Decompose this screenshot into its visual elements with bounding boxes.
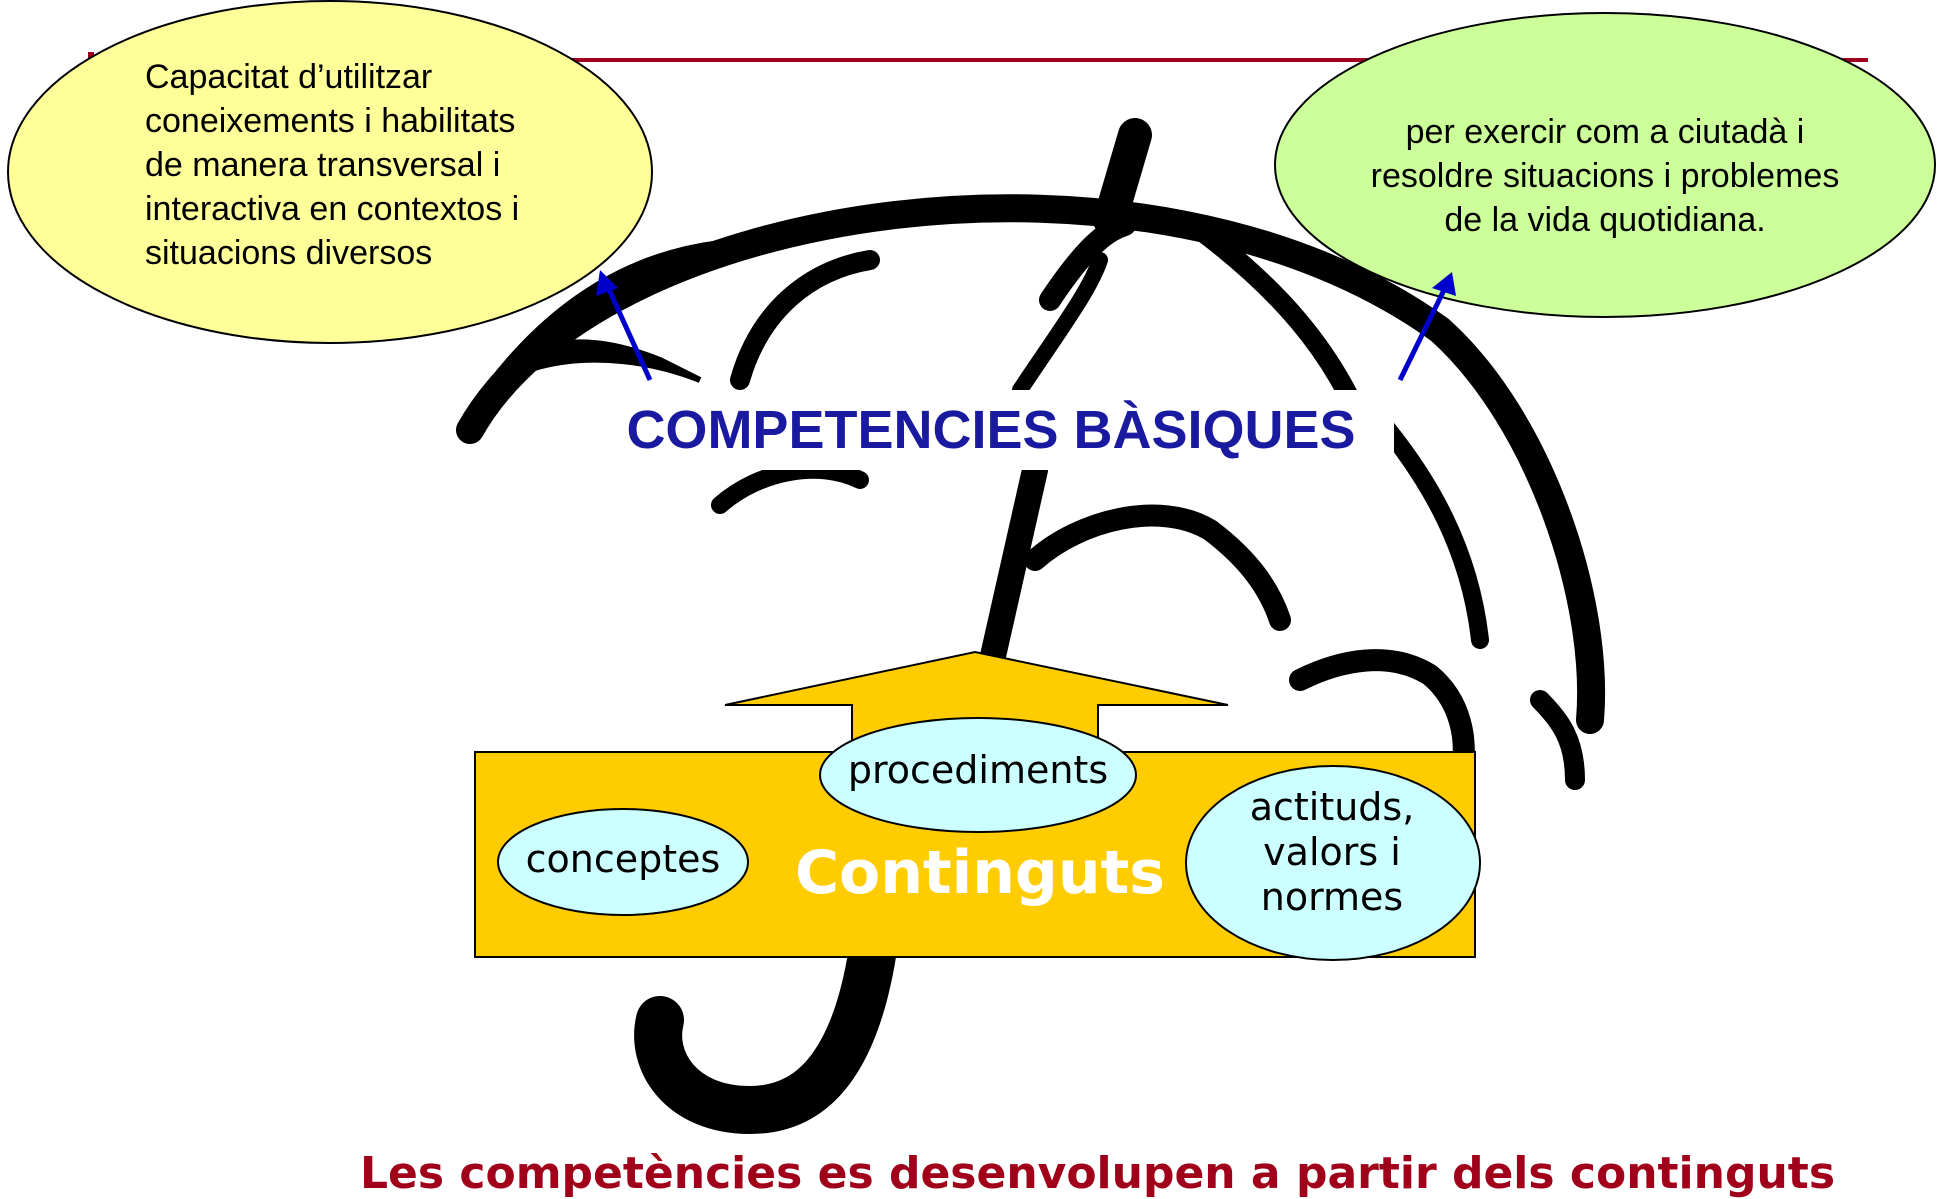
actituds-label: actituds, valors i normes: [1187, 785, 1477, 920]
oval-conceptes: [497, 808, 749, 916]
umbrella-tip: [1093, 118, 1152, 237]
bubble-left-line: coneixements i habilitats: [145, 102, 516, 140]
bubble-left-text: Capacitat d’utilitzar coneixements i hab…: [145, 55, 625, 275]
umbrella-rib-center: [1039, 214, 1136, 311]
bubble-left-line: interactiva en contextos i: [145, 190, 520, 228]
oval-actituds: [1185, 765, 1481, 961]
diagram-canvas: Capacitat d’utilitzar coneixements i hab…: [7, 0, 1936, 1199]
contents-up-arrow: [724, 650, 1229, 756]
arrow-left-line: [604, 283, 653, 382]
procediments-label: procediments: [847, 748, 1109, 792]
conceptes-label: conceptes: [525, 837, 721, 881]
oval-procediments: [819, 717, 1137, 833]
footer-caption: Les competències es desenvolupen a parti…: [360, 1148, 1836, 1199]
umbrella-rib-right-2: [1371, 411, 1489, 649]
umbrella-scallop-right-edge: [1530, 690, 1585, 790]
umbrella-handle: [634, 911, 899, 1135]
umbrella-diagram: [7, 0, 1936, 1135]
bubble-right-line: de la vida quotidiana.: [1444, 201, 1766, 239]
bubble-left-line: Capacitat d’utilitzar: [145, 58, 433, 96]
arrow-left-head: [596, 270, 618, 296]
umbrella-canopy-rim: [456, 194, 1606, 734]
bubble-left-line: situacions diversos: [145, 234, 433, 272]
umbrella-scallop-lower-mid: [1024, 504, 1291, 631]
arrow-right-head: [1432, 272, 1456, 296]
actituds-line: normes: [1260, 875, 1404, 919]
actituds-line: actituds,: [1249, 785, 1415, 829]
bubble-right-text: per exercir com a ciutadà i resoldre sit…: [1275, 110, 1935, 242]
actituds-line: valors i: [1263, 830, 1401, 874]
umbrella-rib-mid-left: [730, 250, 880, 390]
umbrella-scallop-lower-right: [1289, 649, 1475, 791]
bubble-right-line: resoldre situacions i problemes: [1370, 157, 1840, 195]
umbrella-rib-center-2: [1012, 252, 1108, 398]
umbrella-scallop-lower-left: [711, 460, 869, 514]
bubble-left-line: de manera transversal i: [145, 146, 501, 184]
bubble-right-line: per exercir com a ciutadà i: [1405, 113, 1805, 151]
main-title: COMPETENCIES BÀSIQUES: [588, 390, 1394, 470]
bubble-right: [1274, 12, 1936, 318]
contents-title: Continguts: [795, 838, 1165, 908]
bubble-left: [7, 0, 653, 344]
arrow-right-line: [1397, 286, 1448, 382]
